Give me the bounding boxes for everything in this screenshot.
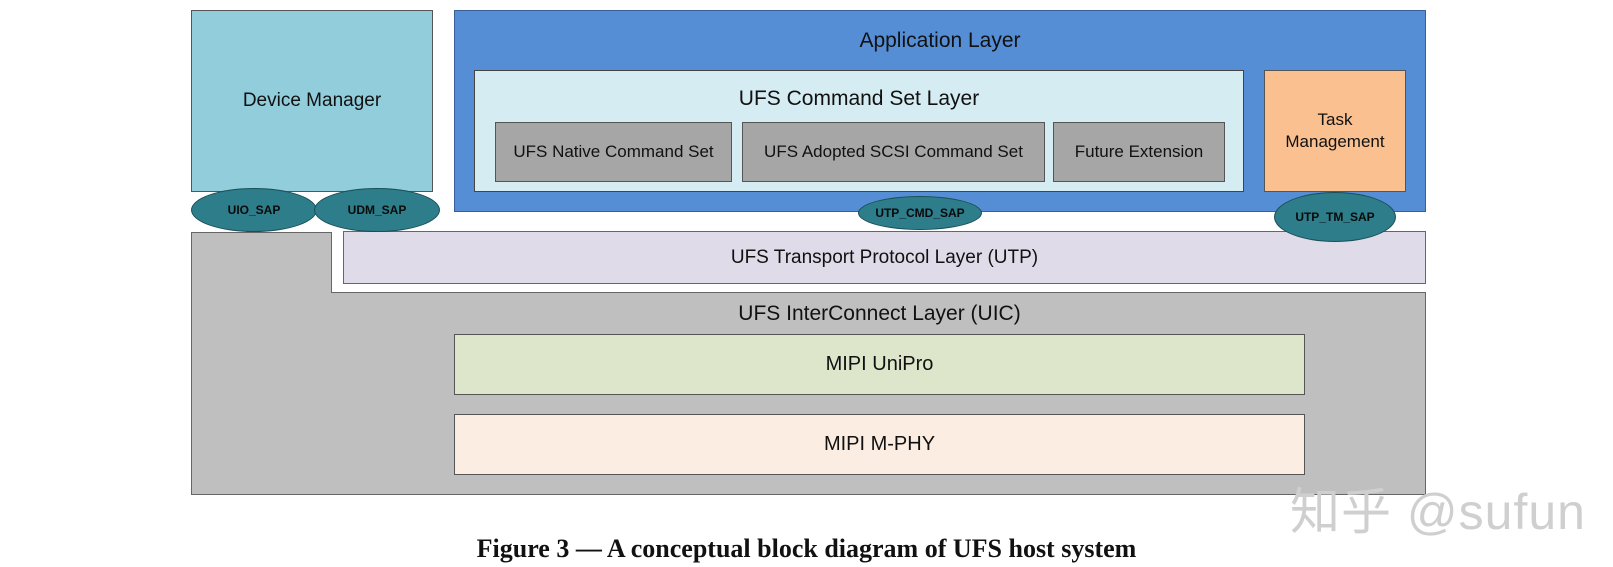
task-management-label: Task Management (1285, 110, 1385, 151)
application-layer-label: Application Layer (859, 29, 1021, 52)
command-set-layer-label: UFS Command Set Layer (738, 87, 980, 110)
uio-sap-node: UIO_SAP (191, 188, 317, 232)
scsi-command-set-block: UFS Adopted SCSI Command Set (742, 122, 1045, 182)
future-extension-block: Future Extension (1053, 122, 1225, 182)
scsi-command-set-label: UFS Adopted SCSI Command Set (764, 142, 1023, 161)
utp-layer-block: UFS Transport Protocol Layer (UTP) (343, 231, 1426, 284)
device-manager-block: Device Manager (191, 10, 433, 192)
utp-layer-label: UFS Transport Protocol Layer (UTP) (730, 246, 1039, 268)
uic-layer-label: UFS InterConnect Layer (UIC) (738, 302, 1021, 325)
device-manager-label: Device Manager (242, 90, 382, 111)
utp-cmd-sap-node: UTP_CMD_SAP (858, 196, 982, 230)
task-management-block: Task Management (1264, 70, 1406, 192)
mphy-block: MIPI M-PHY (454, 414, 1305, 475)
udm-sap-node: UDM_SAP (314, 188, 440, 232)
mphy-label: MIPI M-PHY (823, 433, 936, 455)
unipro-label: MIPI UniPro (825, 353, 934, 375)
unipro-block: MIPI UniPro (454, 334, 1305, 395)
utp-tm-sap-node: UTP_TM_SAP (1274, 192, 1396, 242)
udm-sap-label: UDM_SAP (347, 203, 407, 217)
utp-cmd-sap-label: UTP_CMD_SAP (875, 206, 965, 220)
native-command-set-block: UFS Native Command Set (495, 122, 732, 182)
future-extension-label: Future Extension (1074, 142, 1204, 161)
uio-sap-label: UIO_SAP (227, 203, 281, 217)
watermark: 知乎 @sufun (1290, 484, 1586, 540)
command-set-layer-block: UFS Command Set Layer UFS Native Command… (474, 70, 1244, 192)
native-command-set-label: UFS Native Command Set (513, 142, 714, 161)
utp-tm-sap-label: UTP_TM_SAP (1295, 210, 1375, 224)
figure-caption: Figure 3 — A conceptual block diagram of… (476, 534, 1137, 563)
